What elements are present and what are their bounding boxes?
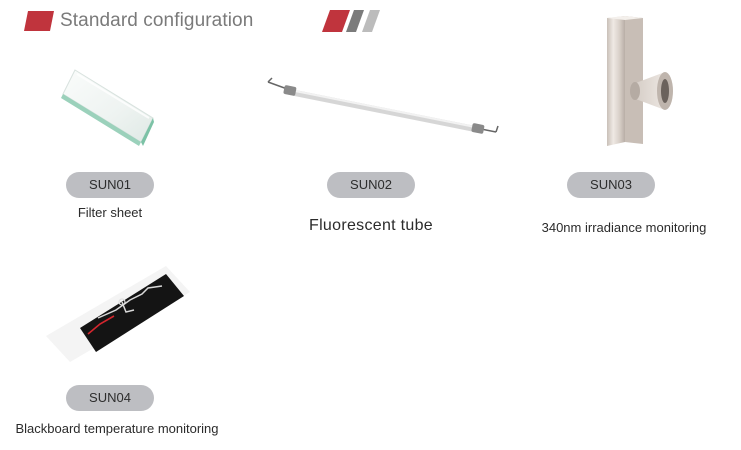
product-code-badge: SUN04 bbox=[66, 385, 154, 411]
product-code-badge: SUN03 bbox=[567, 172, 655, 198]
filter-sheet-icon bbox=[61, 69, 154, 146]
product-name: 340nm irradiance monitoring bbox=[541, 220, 707, 235]
section-marker-icon bbox=[24, 11, 54, 31]
section-title: Standard configuration bbox=[60, 10, 254, 31]
product-code-badge: SUN02 bbox=[327, 172, 415, 198]
irradiance-sensor-icon bbox=[607, 16, 673, 146]
fluorescent-tube-icon bbox=[267, 77, 499, 134]
decorative-stripes-icon bbox=[322, 10, 380, 32]
blackboard-thermometer-icon bbox=[46, 266, 190, 362]
product-name: Blackboard temperature monitoring bbox=[15, 421, 219, 436]
product-name: Filter sheet bbox=[77, 205, 143, 220]
product-name: Fluorescent tube bbox=[309, 217, 433, 234]
product-code-badge: SUN01 bbox=[66, 172, 154, 198]
